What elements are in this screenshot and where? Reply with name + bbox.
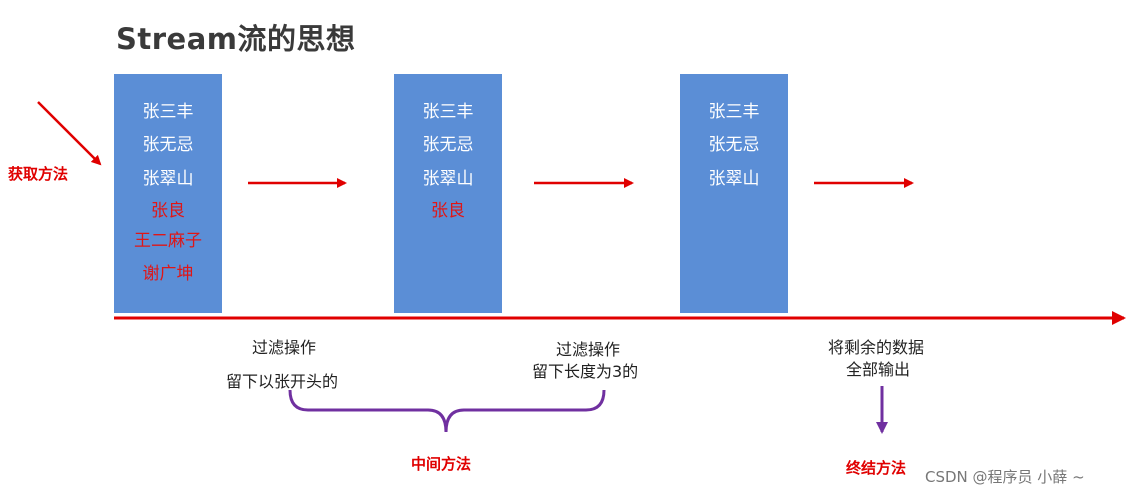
output-label: 将剩余的数据 [828,338,925,357]
get-method-arrow [37,101,102,166]
stream-box-filtered-prefix: 张三丰 张无忌 张翠山 张良 [394,74,502,313]
terminal-method-label: 终结方法 [846,459,907,477]
box-item: 张翠山 [708,169,760,189]
filter1-desc: 留下以张开头的 [226,372,339,391]
box-item: 张良 [151,201,185,221]
watermark: CSDN @程序员 小薛 ~ [925,468,1085,486]
box-item: 张良 [431,201,465,221]
filter1-label: 过滤操作 [252,338,317,357]
get-method-label: 获取方法 [8,165,69,183]
box-item: 张三丰 [422,102,474,122]
box-item: 王二麻子 [134,231,202,251]
box-item: 张翠山 [422,169,474,189]
stream-box-source: 张三丰 张无忌 张翠山 张良 王二麻子 谢广坤 [114,74,222,313]
filter2-label: 过滤操作 [556,340,621,359]
box-item: 张无忌 [142,135,194,155]
box-item: 张三丰 [708,102,760,122]
diagram-title: Stream流的思想 [116,22,356,56]
filter2-desc: 留下长度为3的 [532,362,639,381]
box-item: 谢广坤 [142,264,194,284]
box-item: 张无忌 [708,135,760,155]
middle-method-brace [288,389,606,433]
stream-box-filtered-length: 张三丰 张无忌 张翠山 [680,74,788,313]
box-item: 张翠山 [142,169,194,189]
box-item: 张无忌 [422,135,474,155]
box-item: 张三丰 [142,102,194,122]
middle-method-label: 中间方法 [411,455,472,473]
output-desc: 全部输出 [846,360,911,379]
